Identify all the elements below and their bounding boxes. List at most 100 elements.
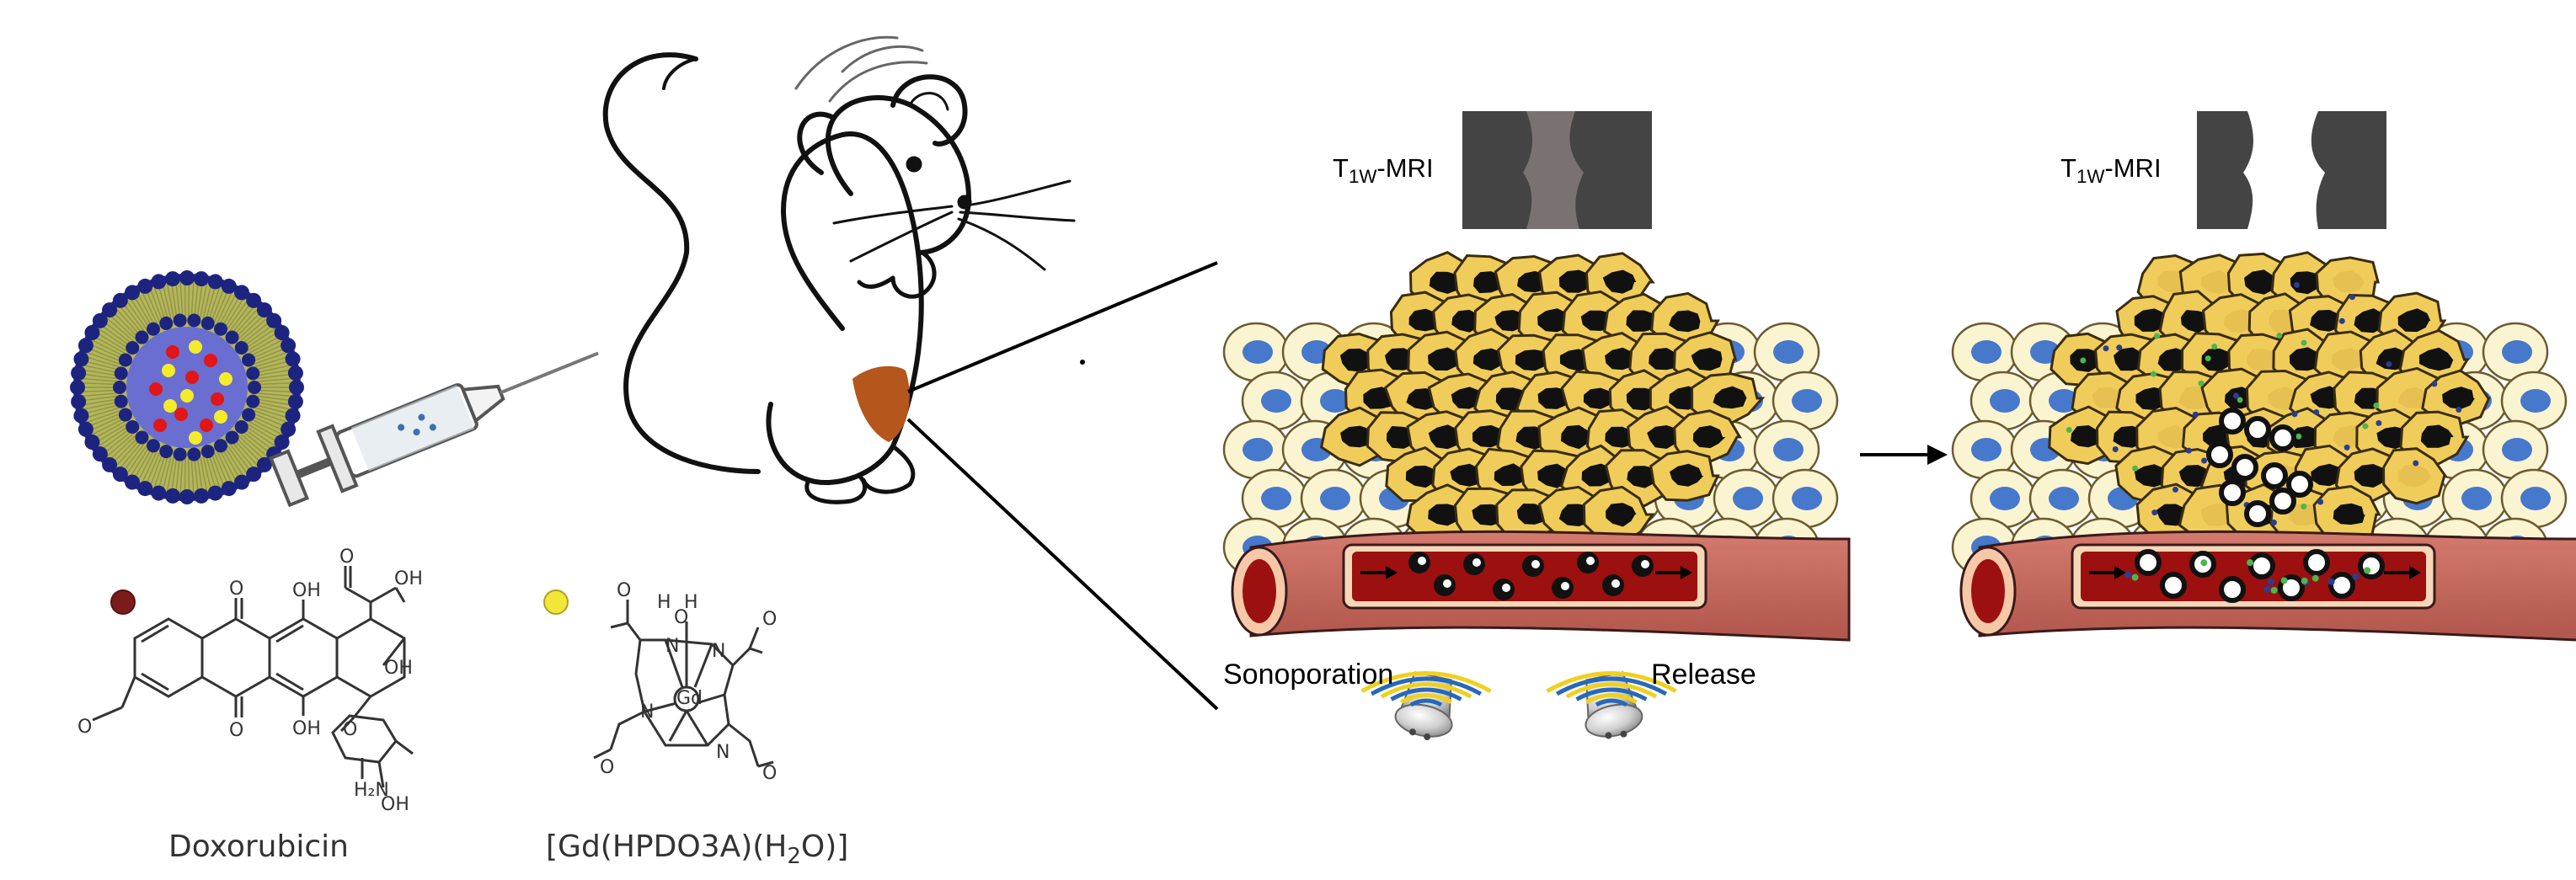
lipid-tail [188,457,190,493]
zoom-line-top [907,261,1218,393]
doxorubicin-dot [149,382,163,396]
flow-arrow-head [2114,566,2126,579]
vessel-cross-section-lumen [1243,559,1276,623]
free-agent-dot [2352,573,2360,580]
lipid-tail [200,456,208,492]
released-agent-dot [2080,357,2087,364]
released-agent-dot [2338,317,2345,324]
lipid-head-inner [200,316,215,330]
lipid-tail [106,433,134,457]
lipid-tail [145,289,161,323]
lipid-tail [81,373,117,380]
lipid-head-inner [242,353,256,367]
healthy-cell-nucleus [1971,340,2001,364]
svg-text:OH: OH [381,794,409,815]
transducer-button [1408,728,1416,736]
lipid-tail [219,292,238,325]
lipid-tail [122,443,145,472]
mri-label-after-prefix: T [2060,153,2076,183]
lipid-tail [83,401,118,410]
lipid-head-outer [256,302,272,318]
lipid-head-outer [281,338,297,354]
doxorubicin-dot [166,345,179,359]
mri-label-before-sub: 1W [1348,166,1377,188]
gd-dot [189,431,202,445]
lipid-tail [245,425,276,447]
lipid-head-outer [179,270,195,285]
tumor-cell-nucleus [2332,348,2366,371]
lipid-tail [162,456,172,491]
tumor-tissue-before [1222,251,1851,642]
lipid-tail [98,328,129,349]
lipid-tail [106,317,134,342]
lipid-tail [82,398,118,406]
liposome-nanoparticle [70,270,304,504]
lipid-head-inner [118,408,132,422]
svg-text:O: O [762,763,777,784]
released-agent-dot [2232,392,2239,399]
lipid-tail [255,404,291,415]
lipid-tail [200,283,208,318]
lipid-tail [194,281,199,317]
free-agent-dot [2327,578,2335,585]
lipid-tail [88,413,122,428]
svg-text:O: O [229,579,243,600]
lipid-tail [179,457,184,493]
lipid-head-inner [248,381,261,394]
lipid-tail [81,395,117,402]
tumor-cell-nucleus [1494,463,1529,486]
lipid-head-outer [137,481,153,497]
released-agent-dot [2066,426,2072,433]
lipid-tail [256,369,292,376]
svg-text:OH: OH [394,568,423,589]
lipid-tail [224,297,245,328]
lipid-tail [91,418,125,435]
lipid-tail [208,454,221,489]
lipid-head-outer [165,488,181,504]
lipid-tail [166,456,174,492]
liposome-in-vessel [2160,572,2187,599]
lipid-head-inner [225,330,239,344]
lipid-tail [141,451,158,484]
lipid-tail [231,305,255,333]
svg-text:O: O [600,757,614,778]
released-agent-dot [2295,433,2302,440]
tumor-cell-nucleus [1560,424,1592,450]
released-agent-dot [2291,411,2298,418]
tumor-cell-nucleus [1558,269,1594,293]
doxorubicin-dot [185,371,199,384]
svg-text:O: O [762,609,777,630]
lipid-tail [254,407,289,419]
released-agent-dot [2237,397,2243,403]
lipid-head-outer [77,421,94,437]
svg-text:N: N [665,636,679,657]
transducer-button [1605,732,1612,739]
svg-text:H: H [657,592,671,613]
released-agent-dot [2112,445,2119,452]
svg-text:H₂N: H₂N [354,780,389,801]
free-agent-dot [2364,567,2371,574]
tumor-cell-nucleus [2288,425,2321,448]
released-agent-dot [2301,339,2307,346]
lipid-head-inner [135,330,149,344]
released-agent-dot [2386,360,2392,367]
lipid-head-outer [221,278,237,294]
flow-arrow-head [1681,566,1692,579]
lipid-tail [126,300,147,330]
tumor-cell-nucleus [2288,504,2322,525]
tumor-cell-nucleus [2397,308,2431,333]
ultrasound-wave [1565,682,1658,699]
liposome-in-vessel [2358,552,2385,579]
lipid-tail [240,317,268,342]
lipid-head-inner [187,313,201,328]
lipid-tail [227,300,249,330]
zoom-line-bottom [906,418,1219,711]
lipid-head-outer [151,274,167,290]
free-agent-dot [2280,577,2288,584]
released-agent-dot [2293,281,2300,288]
gd-dot [219,372,232,386]
lipid-head-inner [114,366,128,381]
lipid-tail [119,305,143,333]
opened-liposome [2219,408,2246,435]
lipid-tail [216,291,233,324]
